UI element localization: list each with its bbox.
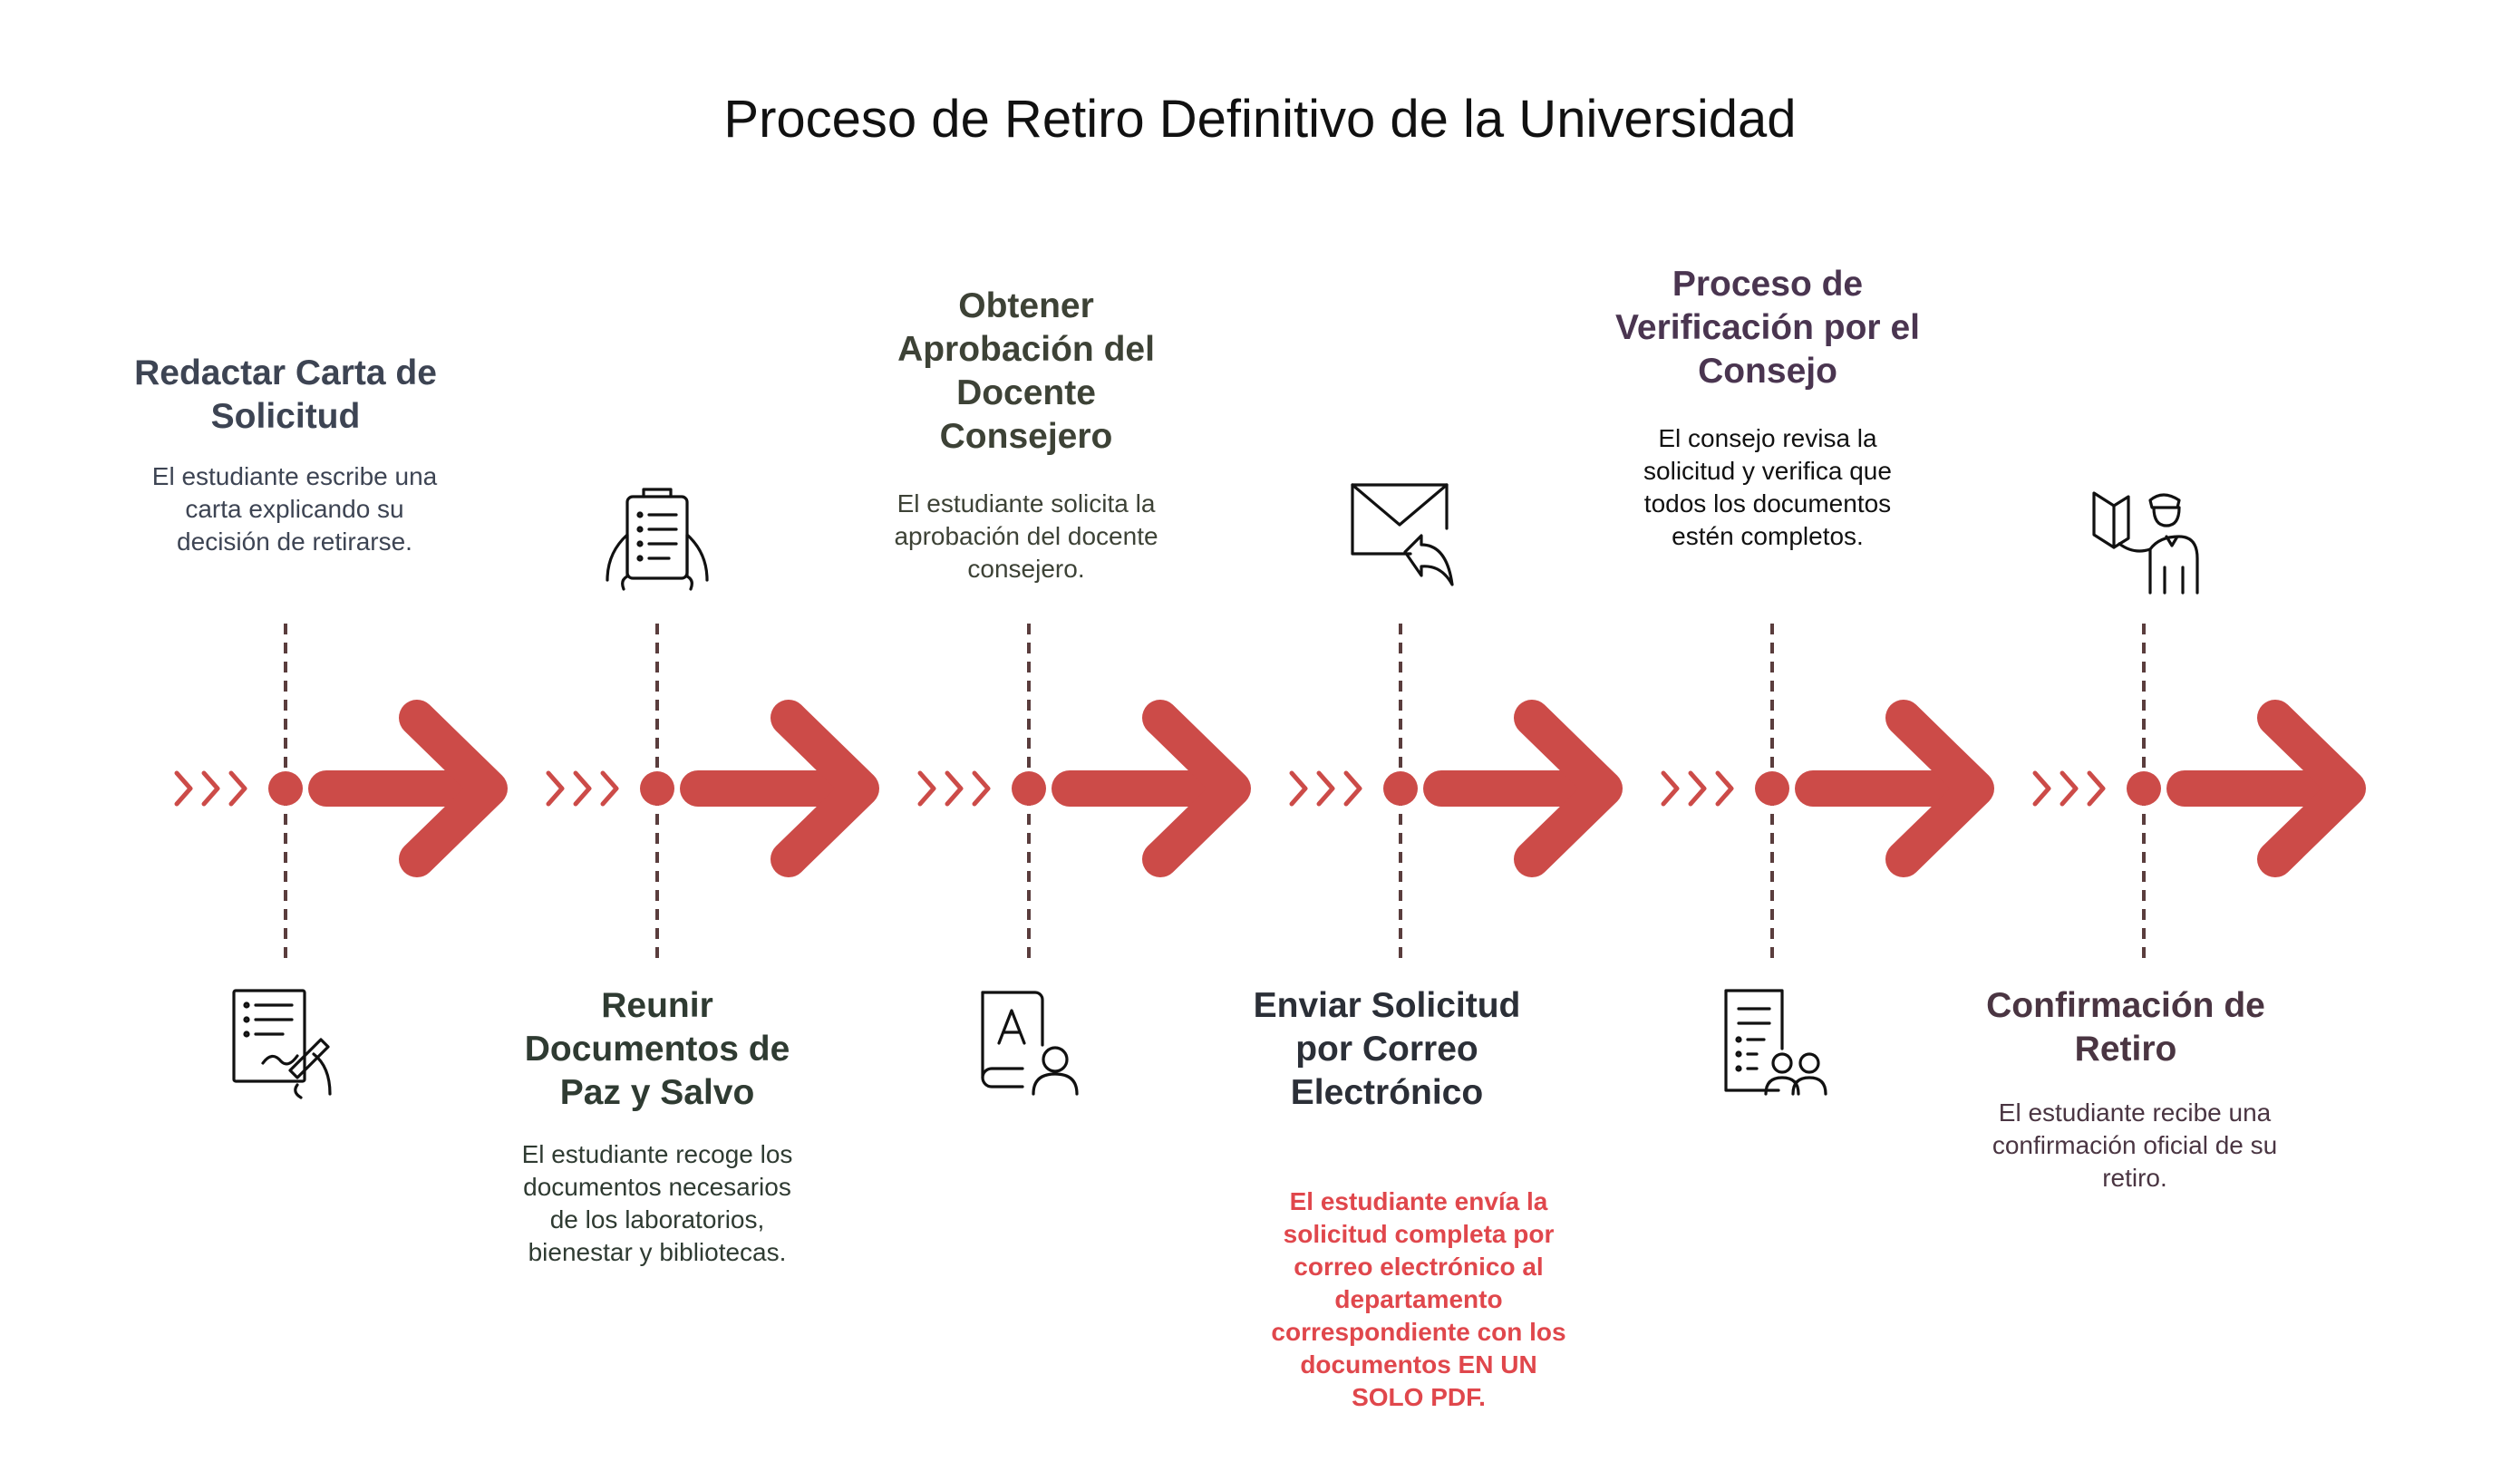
step-6-arrow-head: [2257, 700, 2366, 877]
step-5-chevron-2: [1688, 770, 1707, 807]
step-2-dot: [640, 771, 674, 806]
step-1-dot: [268, 771, 303, 806]
step-4-chevron-2: [1316, 770, 1335, 807]
step-3-flow: [917, 624, 1251, 963]
document-council-icon: [1713, 983, 1831, 1101]
step-6-flow: [2032, 624, 2366, 963]
step-5-flow: [1661, 624, 1994, 963]
step-6-title: Confirmación de Retiro: [1986, 986, 2265, 1069]
step-3-chevron-2: [945, 770, 964, 807]
step-1-chevron-3: [228, 770, 247, 807]
step-5-arrow-head: [1885, 700, 1994, 877]
step-6-description: El estudiante recibe una confirmación of…: [1992, 1098, 2278, 1192]
document-signature-icon: [227, 983, 344, 1101]
page-title: Proceso de Retiro Definitivo de la Unive…: [723, 90, 1797, 149]
step-4-flow: [1289, 624, 1623, 963]
step-1-description: El estudiante escribe una carta explican…: [151, 462, 438, 556]
step-5-chevron-1: [1661, 770, 1680, 807]
step-5-dot: [1755, 771, 1789, 806]
step-1-title: Redactar Carta de Solicitud: [134, 353, 437, 436]
step-3-title: Obtener Aprobación del Docente Consejero: [897, 286, 1155, 456]
step-5-title: Proceso de Verificación por el Consejo: [1615, 265, 1920, 391]
step-2-chevron-3: [600, 770, 619, 807]
step-4-chevron-1: [1289, 770, 1308, 807]
teacher-book-icon: [970, 983, 1088, 1101]
step-3-chevron-1: [917, 770, 936, 807]
officer-pointing-icon: [2085, 480, 2203, 598]
step-4-dot: [1383, 771, 1418, 806]
step-6-chevron-2: [2060, 770, 2079, 807]
step-2-chevron-2: [573, 770, 592, 807]
step-4-arrow-head: [1514, 700, 1623, 877]
step-2-chevron-1: [546, 770, 565, 807]
step-5-chevron-3: [1715, 770, 1734, 807]
step-6-dot: [2127, 771, 2161, 806]
step-2-arrow-head: [771, 700, 879, 877]
email-reply-icon: [1342, 476, 1459, 594]
step-4-description: El estudiante envía la solicitud complet…: [1271, 1187, 1566, 1411]
step-1-chevron-2: [201, 770, 220, 807]
step-2-flow: [546, 624, 879, 963]
step-5-description: El consejo revisa la solicitud y verific…: [1643, 424, 1892, 550]
step-3-chevron-3: [972, 770, 991, 807]
step-3-dot: [1012, 771, 1046, 806]
step-4-title: Enviar Solicitud por Correo Electrónico: [1253, 986, 1521, 1112]
step-2-title: Reunir Documentos de Paz y Salvo: [524, 986, 790, 1112]
clipboard-hands-icon: [598, 480, 716, 598]
step-1-chevron-1: [174, 770, 193, 807]
step-6-chevron-3: [2087, 770, 2106, 807]
step-2-description: El estudiante recoge los documentos nece…: [521, 1140, 793, 1266]
step-1-arrow-head: [399, 700, 508, 877]
step-6-chevron-1: [2032, 770, 2051, 807]
step-3-description: El estudiante solicita la aprobación del…: [894, 489, 1158, 583]
step-4-chevron-3: [1343, 770, 1362, 807]
step-1-flow: [174, 624, 508, 963]
step-3-arrow-head: [1142, 700, 1251, 877]
